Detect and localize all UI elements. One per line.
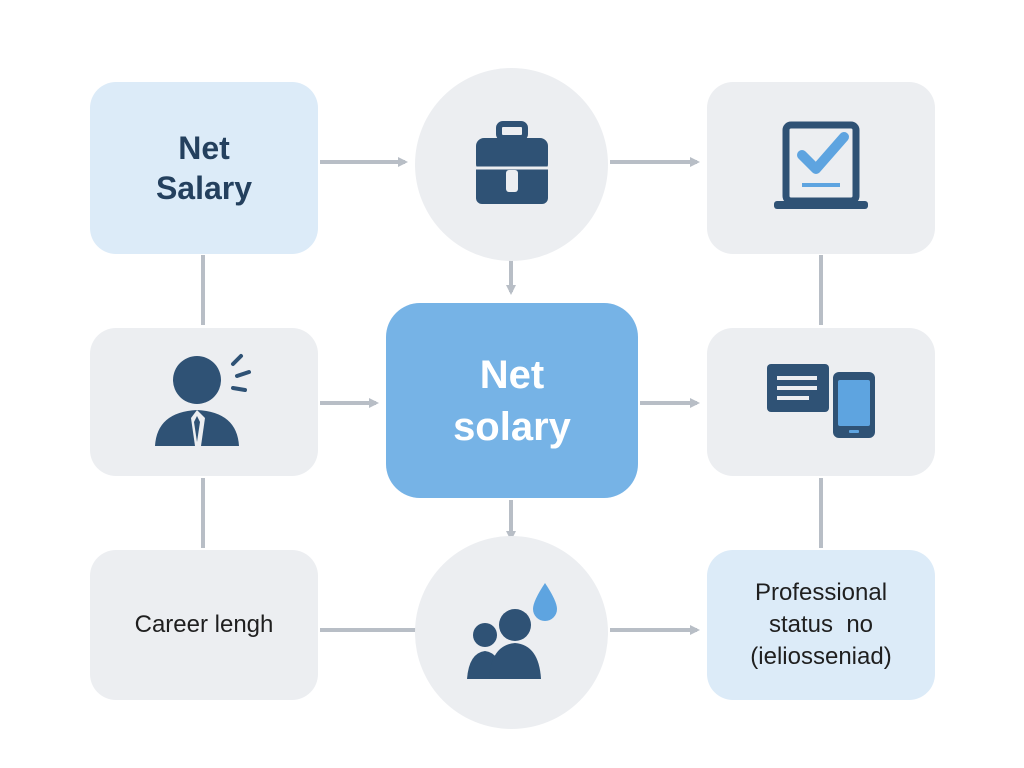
node-briefcase — [415, 68, 608, 261]
briefcase-icon — [462, 112, 562, 217]
node-professional-status: Professional status no (ieliosseniad) — [707, 550, 935, 700]
node-laptop — [707, 82, 935, 254]
node-net-salary: Net Salary — [90, 82, 318, 254]
node-devices — [707, 328, 935, 476]
node-career-length: Career lengh — [90, 550, 318, 700]
laptop-check-icon — [766, 111, 876, 226]
status-line3: (ieliosseniad) — [750, 643, 892, 670]
node-person — [90, 328, 318, 476]
document-phone-icon — [761, 360, 881, 445]
businessman-icon — [149, 350, 259, 455]
center-line2: solary — [453, 404, 571, 449]
net-salary-line1: Net — [178, 130, 230, 166]
center-line1: Net — [479, 352, 545, 397]
center-label: Net solary — [453, 349, 571, 453]
professional-status-label: Professional status no (ieliosseniad) — [750, 577, 891, 673]
node-net-solary-center: Net solary — [386, 303, 638, 498]
status-line1: Professional — [754, 579, 888, 606]
people-droplet-icon — [457, 575, 567, 690]
career-length-label: Career lengh — [134, 611, 274, 638]
net-salary-line2: Salary — [155, 170, 253, 206]
net-salary-label: Net Salary — [156, 128, 252, 208]
node-people — [415, 536, 608, 729]
status-line2: status no — [768, 611, 874, 638]
